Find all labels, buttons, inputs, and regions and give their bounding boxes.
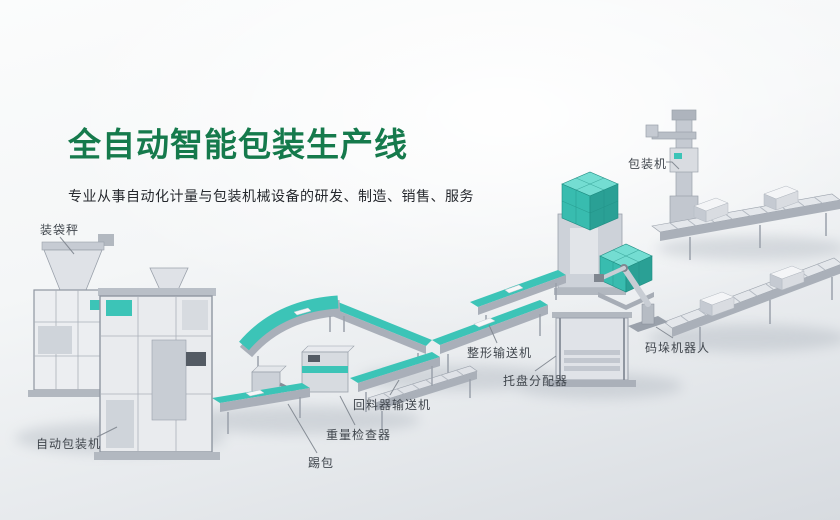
incline-conveyor-to-tower	[470, 270, 566, 334]
label-packing-machine: 包装机	[628, 157, 668, 171]
shaping-conveyor	[432, 300, 548, 376]
label-shaping-conveyor: 整形输送机	[467, 346, 533, 360]
packer-outfeed-belt	[212, 383, 310, 434]
label-auto-packing-machine: 自动包装机	[36, 437, 102, 451]
curve-conveyor	[239, 295, 341, 372]
leader-kick-bag	[287, 403, 318, 454]
checkweigher	[301, 345, 355, 393]
packing-machine-column	[645, 109, 705, 233]
leader-return-conveyor	[389, 379, 400, 396]
leader-packing-machine	[666, 161, 680, 170]
palletizing-robot	[594, 264, 668, 332]
label-bagging-scale: 装袋秤	[40, 223, 80, 237]
label-kick-bag: 踢包	[308, 456, 335, 470]
conveyor-legs	[699, 277, 833, 350]
auto-packing-machine	[94, 267, 220, 460]
conveyor-legs	[689, 213, 827, 260]
header-block: 全自动智能包装生产线 专业从事自动化计量与包装机械设备的研发、制造、销售、服务	[68, 126, 474, 206]
return-conveyor	[367, 365, 478, 430]
leader-palletizing-robot	[655, 326, 674, 339]
pallet-crates-upper	[693, 185, 799, 223]
pallet-dispenser	[548, 312, 636, 387]
carton-grid-lines	[612, 249, 640, 286]
leader-auto-packer	[96, 426, 118, 438]
leader-weight-checker	[339, 395, 356, 426]
page-subtitle: 专业从事自动化计量与包装机械设备的研发、制造、销售、服务	[68, 187, 474, 204]
leader-pallet-dispenser	[534, 355, 557, 372]
label-palletizing-robot: 码垛机器人	[645, 341, 711, 355]
outfeed-conveyor	[350, 352, 440, 412]
page-title: 全自动智能包装生产线	[68, 126, 408, 163]
pallet-crates-lower	[699, 265, 805, 317]
label-leader-lines	[59, 161, 680, 454]
label-return-conveyor: 回料器输送机	[353, 398, 432, 412]
carton-stack-upper	[561, 171, 619, 231]
label-pallet-distributor: 托盘分配器	[503, 374, 569, 388]
carton-grid-lines	[561, 177, 619, 224]
label-weight-checker: 重量检查器	[326, 428, 392, 442]
carton-stack-pallet	[598, 243, 654, 310]
leader-bagging-scale	[59, 236, 75, 255]
leader-shaping-conveyor	[488, 324, 498, 344]
